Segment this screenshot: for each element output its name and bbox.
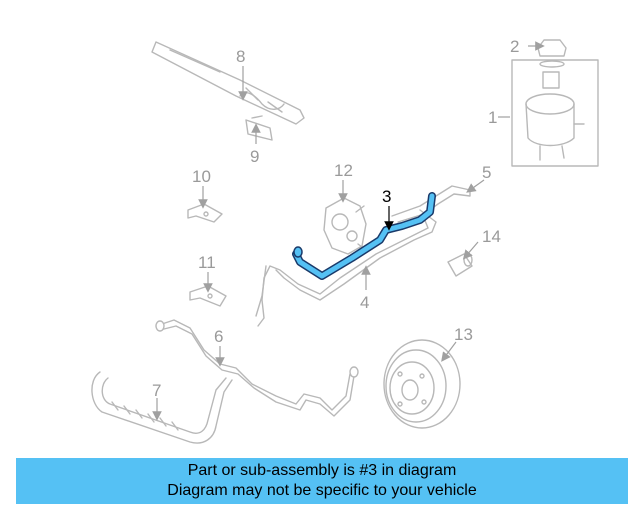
banner-line-2: Diagram may not be specific to your vehi… xyxy=(167,482,477,499)
callout-4: 4 xyxy=(360,293,369,312)
part-4-line xyxy=(255,217,429,327)
part-13-pulley xyxy=(383,339,461,429)
callout-2: 2 xyxy=(510,37,519,56)
callout-14: 14 xyxy=(482,227,501,246)
part-11-bracket xyxy=(189,285,227,307)
part-2-cap xyxy=(537,39,567,68)
callout-3: 3 xyxy=(382,187,391,206)
part-9-clip xyxy=(245,115,273,141)
callout-11: 11 xyxy=(198,253,216,272)
callout-7: 7 xyxy=(152,381,161,400)
banner-line-1: Part or sub-assembly is #3 in diagram xyxy=(187,462,457,479)
part-1-reservoir xyxy=(511,59,599,167)
part-3-highlighted-hose xyxy=(292,192,436,280)
part-10-bracket xyxy=(187,203,223,223)
part-12-pump xyxy=(323,197,367,255)
callout-13: 13 xyxy=(454,325,473,344)
callout-12: 12 xyxy=(334,161,353,180)
part-7-hose xyxy=(91,371,233,444)
callout-labels: 2 1 8 9 10 11 12 5 14 4 6 7 13 3 xyxy=(152,37,519,400)
callout-9: 9 xyxy=(250,147,259,166)
leader-lines xyxy=(152,41,545,421)
part-6-line xyxy=(155,319,359,417)
callout-5: 5 xyxy=(482,163,491,182)
callout-8: 8 xyxy=(236,47,245,66)
callout-6: 6 xyxy=(214,327,223,346)
callout-10: 10 xyxy=(192,167,211,186)
info-banner: Part or sub-assembly is #3 in diagram Di… xyxy=(16,458,628,504)
part-14-fitting xyxy=(447,253,473,277)
part-8-bracket xyxy=(151,41,305,125)
callout-1: 1 xyxy=(488,108,497,127)
